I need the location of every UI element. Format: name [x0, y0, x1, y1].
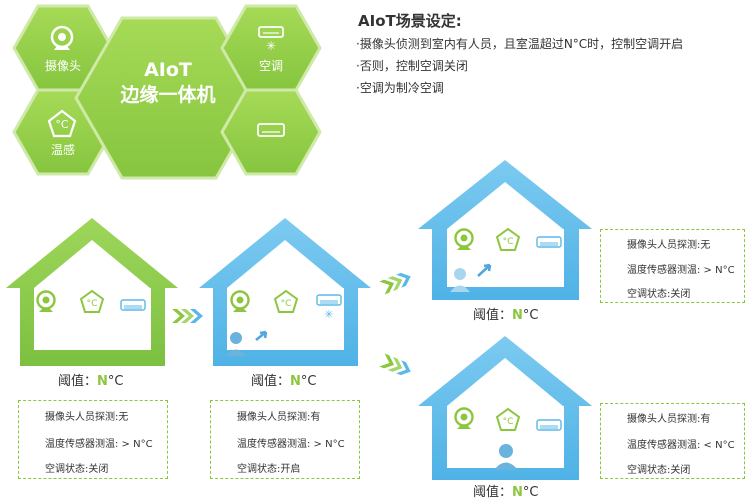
arrow-icon [379, 272, 411, 295]
hexagon-ac-2 [220, 88, 322, 176]
temp-status: 温度传感器测温: > N°C [237, 439, 345, 450]
svg-text:°C: °C [55, 118, 69, 131]
person-icon [450, 268, 470, 292]
hexagon-camera-label: 摄像头 [44, 59, 81, 73]
status-box: 摄像头人员探测:无 温度传感器测温: > N°C 空调状态:关闭 [600, 229, 745, 303]
ac-status: 空调状态:开启 [237, 464, 301, 475]
house-2: ✳ [199, 218, 371, 366]
scene-title: AIoT场景设定: [358, 12, 462, 30]
arrow-icon [477, 263, 492, 277]
hexagon-center-label: AIoT 边缘一体机 [98, 58, 238, 108]
arrow-icon [255, 330, 268, 342]
thermometer-icon: °C [47, 109, 77, 138]
air-conditioner-icon [120, 299, 146, 311]
house-4 [418, 336, 592, 480]
temp-status: 温度传感器测温: > N°C [45, 439, 153, 450]
air-conditioner-icon [257, 123, 285, 137]
scene-line: ·摄像头侦测到室内有人员，且室温超过N°C时，控制空调开启 [356, 37, 684, 51]
scene-line: ·空调为制冷空调 [356, 81, 444, 95]
camera-status: 摄像头人员探测:无 [627, 240, 711, 251]
arrow-icon [172, 309, 203, 323]
hexagon-ac-label: 空调 [258, 59, 283, 73]
camera-status: 摄像头人员探测:有 [237, 412, 321, 423]
air-conditioner-icon [316, 294, 342, 306]
house-3 [418, 160, 592, 300]
threshold-label: 阈值：N°C [58, 374, 124, 389]
threshold-label: 阈值：N°C [473, 485, 539, 500]
hexagon-center [74, 16, 264, 180]
camera-icon [50, 25, 74, 50]
hexagon-temp-label: 温感 [50, 143, 75, 157]
person-icon [494, 444, 518, 470]
threshold-label: 阈值：N°C [251, 374, 317, 389]
status-box: 摄像头人员探测:有 温度传感器测温: < N°C 空调状态:关闭 [600, 403, 745, 479]
snowflake-icon: ✳ [266, 39, 276, 53]
camera-status: 摄像头人员探测:有 [627, 414, 711, 425]
temp-status: 温度传感器测温: < N°C [627, 440, 735, 451]
snowflake-icon: ✳ [324, 308, 333, 321]
status-box: 摄像头人员探测:有 温度传感器测温: > N°C 空调状态:开启 [210, 400, 360, 479]
house-1 [6, 218, 178, 366]
air-conditioner-icon [536, 419, 562, 431]
air-conditioner-icon [258, 26, 284, 38]
ac-status: 空调状态:关闭 [45, 464, 109, 475]
camera-status: 摄像头人员探测:无 [45, 412, 129, 423]
arrow-icon [379, 353, 411, 376]
threshold-label: 阈值：N°C [473, 308, 539, 323]
person-icon [226, 332, 246, 356]
status-box: 摄像头人员探测:无 温度传感器测温: > N°C 空调状态:关闭 [18, 400, 168, 479]
temp-status: 温度传感器测温: > N°C [627, 265, 735, 276]
center-subtitle: 边缘一体机 [120, 84, 216, 106]
center-title: AIoT [144, 59, 192, 81]
ac-status: 空调状态:关闭 [627, 289, 691, 300]
air-conditioner-icon [536, 236, 562, 248]
ac-status: 空调状态:关闭 [627, 465, 691, 476]
scene-line: ·否则，控制空调关闭 [356, 59, 468, 73]
